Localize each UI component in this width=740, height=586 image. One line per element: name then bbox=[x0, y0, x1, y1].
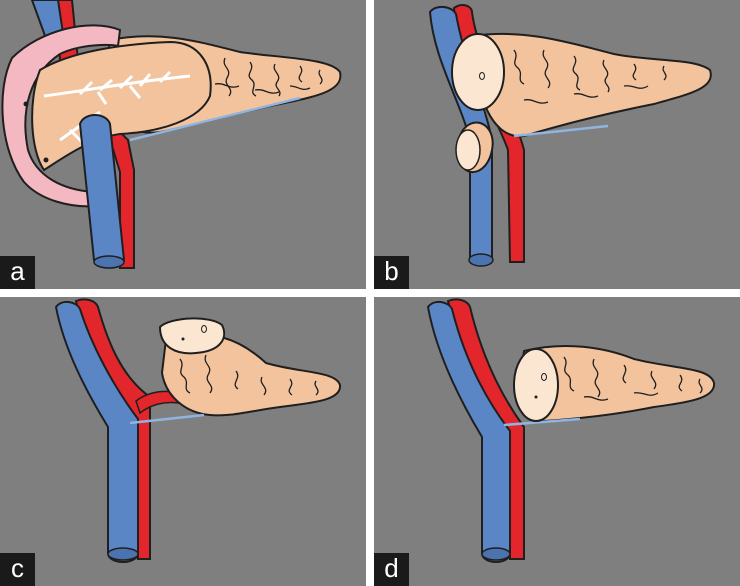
panel-b: b bbox=[374, 0, 740, 289]
cut-surface bbox=[158, 317, 226, 355]
vein-end bbox=[481, 547, 511, 561]
panel-b-illustration bbox=[428, 4, 712, 267]
panel-c-illustration bbox=[54, 298, 341, 563]
duct-opening-small bbox=[181, 337, 185, 341]
vein-end bbox=[107, 547, 139, 561]
pancreas-lobulation bbox=[513, 49, 667, 104]
panel-a: a bbox=[0, 0, 366, 289]
pancreatic-duct bbox=[129, 413, 205, 425]
suture-mark bbox=[43, 157, 49, 163]
pancreas-lobulation bbox=[563, 356, 703, 401]
pancreas-body-tail bbox=[472, 32, 712, 138]
cut-surface bbox=[513, 348, 559, 422]
pancreas-body-tail bbox=[160, 333, 341, 417]
pancreatic-duct bbox=[503, 417, 581, 427]
panel-label: c bbox=[0, 553, 35, 586]
vein-end bbox=[93, 255, 125, 269]
panel-c: c bbox=[0, 297, 366, 586]
pancreas-lobulation bbox=[179, 354, 319, 396]
suture-mark bbox=[23, 101, 29, 107]
panel-d-illustration bbox=[426, 298, 715, 563]
panel-d: d bbox=[374, 297, 740, 586]
panel-a-illustration bbox=[1, 0, 342, 269]
duct-opening-small bbox=[534, 395, 538, 399]
remnant-cut bbox=[455, 129, 481, 171]
cut-surface bbox=[451, 33, 505, 111]
vein-end bbox=[468, 253, 494, 267]
duct-opening bbox=[541, 373, 547, 381]
duct-opening bbox=[201, 325, 207, 333]
pancreatic-duct bbox=[513, 124, 609, 138]
panel-label: a bbox=[0, 256, 35, 289]
pancreatic-duct bbox=[129, 96, 301, 142]
duct-opening bbox=[479, 72, 485, 80]
panel-label: b bbox=[374, 256, 409, 289]
panel-label: d bbox=[374, 553, 409, 586]
